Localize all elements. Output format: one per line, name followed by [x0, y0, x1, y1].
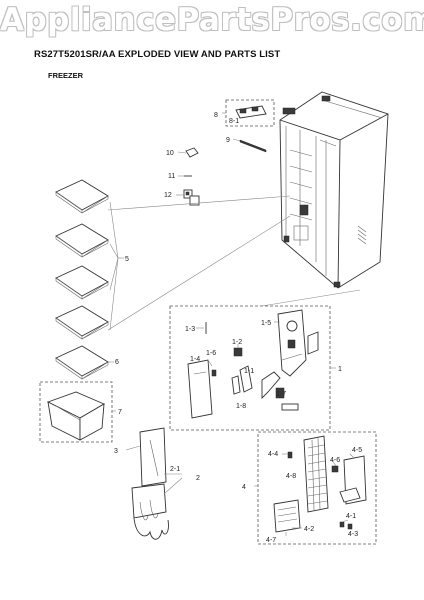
- callout-10: 10: [166, 150, 174, 157]
- callout-5: 5: [125, 256, 129, 263]
- section-title: FREEZER: [48, 71, 84, 80]
- callout-7: 7: [118, 409, 122, 416]
- part-3-2-assembly: [125, 427, 183, 540]
- callout-1-1: 1-1: [244, 368, 254, 375]
- callout-8-1: 8-1: [229, 118, 239, 125]
- shelf-part-6: [55, 345, 114, 380]
- refrigerator-cabinet: [279, 91, 389, 289]
- callout-9: 9: [226, 137, 230, 144]
- callout-4-6: 4-6: [330, 457, 340, 464]
- drawer-part-7: [39, 381, 116, 443]
- callout-1-5: 1-5: [261, 320, 271, 327]
- part-9: [232, 138, 267, 153]
- callout-1-7: 1-7: [276, 391, 286, 398]
- callout-12: 12: [164, 192, 172, 199]
- callout-4-2: 4-2: [304, 526, 314, 533]
- callout-4-8: 4-8: [286, 473, 296, 480]
- callout-3: 3: [114, 448, 118, 455]
- callout-4-4: 4-4: [268, 451, 278, 458]
- callout-1-6: 1-6: [206, 350, 216, 357]
- part-1-assembly: [169, 289, 361, 431]
- callout-1-8: 1-8: [236, 403, 246, 410]
- callout-8: 8: [214, 112, 218, 119]
- callout-4: 4: [242, 484, 246, 491]
- part-4-assembly: [254, 431, 377, 545]
- callout-4-1: 4-1: [346, 513, 356, 520]
- callout-1-2: 1-2: [232, 339, 242, 346]
- part-12: [176, 189, 200, 206]
- callout-4-3: 4-3: [348, 531, 358, 538]
- callout-2: 2: [196, 475, 200, 482]
- callout-1-3: 1-3: [185, 326, 195, 333]
- callout-6: 6: [115, 359, 119, 366]
- callout-1-4: 1-4: [190, 356, 200, 363]
- callout-4-5: 4-5: [352, 447, 362, 454]
- callout-2-1: 2-1: [170, 466, 180, 473]
- callout-1: 1: [338, 366, 342, 373]
- callout-labels: 8 8-1 9 10 11 12 5 6 7 1-3 1-5 1-2 1-6 1…: [114, 112, 362, 544]
- callout-11: 11: [168, 173, 175, 180]
- part-8-assembly: [222, 99, 275, 127]
- shelves-part-5: [55, 179, 291, 340]
- part-10: [177, 147, 199, 158]
- document-title: RS27T5201SR/AA EXPLODED VIEW AND PARTS L…: [34, 49, 281, 60]
- callout-4-7: 4-7: [266, 537, 276, 544]
